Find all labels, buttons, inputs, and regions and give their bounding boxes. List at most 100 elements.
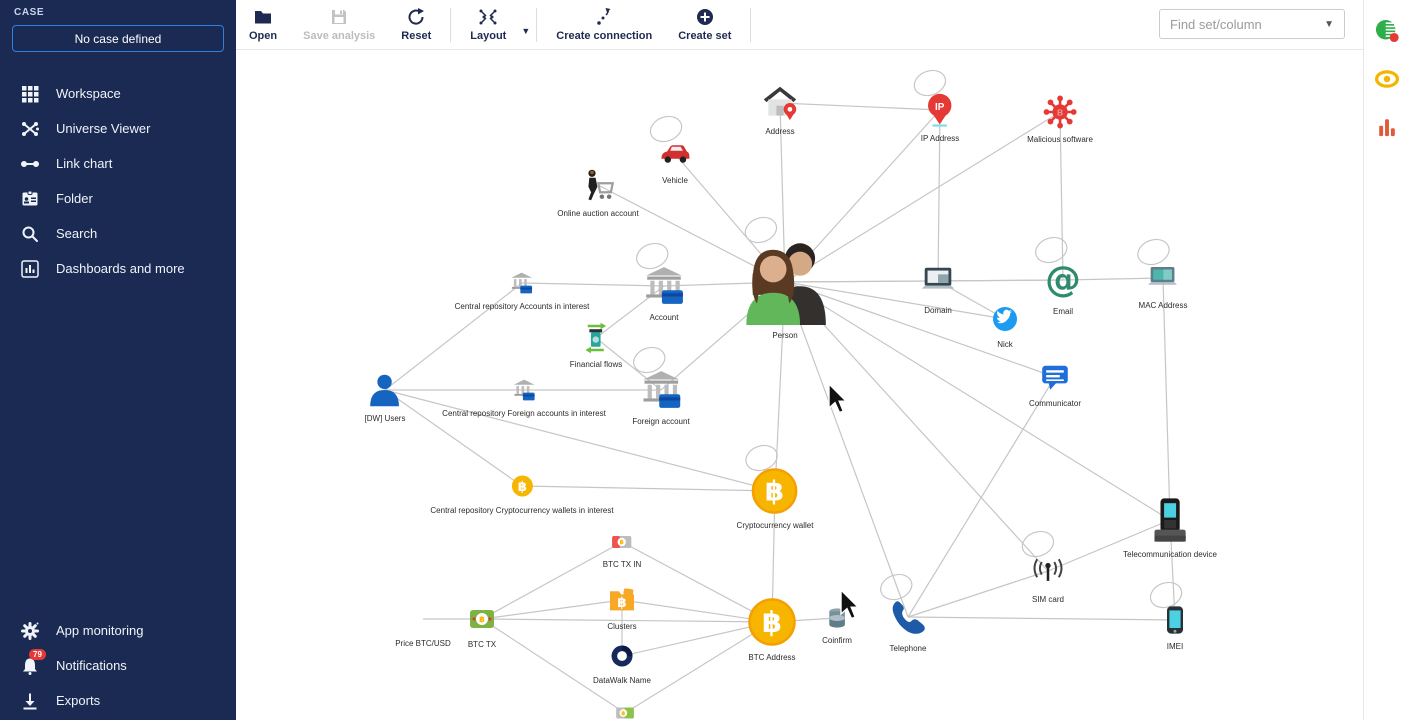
node-telecom[interactable]: Telecommunication device	[1123, 496, 1217, 559]
node-online_auction[interactable]: Online auction account	[557, 167, 639, 218]
layout-dropdown-caret[interactable]: ▼	[521, 25, 531, 36]
node-repo_accounts[interactable]: Central repository Accounts in interest	[455, 270, 589, 311]
right-icon-panel	[1363, 0, 1410, 720]
sidebar-item-notifications[interactable]: 79 Notifications	[0, 648, 236, 683]
self-loop-imei	[1149, 581, 1183, 609]
node-label: DataWalk Name	[593, 676, 651, 685]
node-repo_foreign[interactable]: Central repository Foreign accounts in i…	[442, 377, 606, 418]
legend-icon[interactable]	[1374, 18, 1400, 44]
chart-icon[interactable]	[1374, 114, 1400, 140]
virus-icon: B	[1043, 95, 1077, 134]
eye-icon[interactable]	[1374, 66, 1400, 92]
svg-text:฿: ฿	[617, 595, 626, 611]
reset-button[interactable]: Reset	[388, 0, 444, 50]
node-label: Account	[649, 313, 679, 322]
edge-repo_accounts-dw_users	[384, 282, 523, 391]
save-icon	[329, 7, 349, 27]
self-loop-vehicle	[649, 115, 683, 143]
edge-person-online_auction	[597, 184, 786, 283]
node-label: MAC Address	[1138, 301, 1188, 310]
node-btc_tx[interactable]: ฿ BTC TX	[467, 604, 497, 649]
save-analysis-button[interactable]: Save analysis	[290, 0, 388, 50]
node-address[interactable]: Address	[762, 85, 798, 136]
node-price_btc[interactable]: undefinedPrice BTC/USD	[395, 605, 451, 648]
node-label: BTC TX	[467, 640, 497, 649]
node-btc_address[interactable]: ฿BTC Address	[747, 597, 797, 662]
node-btc_out[interactable]: ฿	[614, 702, 636, 720]
case-button[interactable]: No case defined	[12, 25, 224, 52]
layout-button[interactable]: Layout	[457, 0, 519, 50]
node-person[interactable]: Person	[742, 239, 828, 340]
toolbar-button-label: Create set	[678, 30, 732, 42]
bank-sm-icon	[509, 270, 535, 301]
sidebar-item-dashboards[interactable]: Dashboards and more	[0, 251, 236, 286]
node-label: Clusters	[607, 622, 637, 631]
node-imei[interactable]: IMEI	[1159, 604, 1191, 651]
find-set-column-dropdown[interactable]: Find set/column ▼	[1159, 9, 1345, 39]
badge-icon	[20, 189, 40, 209]
edge-btc_address-btc_out	[624, 621, 773, 714]
node-telephone[interactable]: Telephone	[887, 596, 929, 653]
node-label: Nick	[997, 340, 1013, 349]
node-account[interactable]: Account	[643, 265, 685, 322]
svg-text:฿: ฿	[479, 614, 485, 624]
btc-icon: ฿	[751, 467, 799, 520]
node-nick[interactable]: Nick	[990, 304, 1020, 349]
bell-icon: 79	[20, 648, 46, 676]
sidebar-item-universe-viewer[interactable]: Universe Viewer	[0, 111, 236, 146]
node-domain[interactable]: Domain	[919, 262, 957, 315]
node-email[interactable]: @Email	[1042, 259, 1084, 316]
node-clusters[interactable]: ฿ Clusters	[606, 584, 638, 631]
node-financial_flows[interactable]: Financial flows	[570, 322, 622, 369]
sidebar-item-link-chart[interactable]: Link chart	[0, 146, 236, 181]
tx-in-icon: ฿	[610, 530, 634, 559]
sidebar-item-workspace[interactable]: Workspace	[0, 76, 236, 111]
folder-icon	[253, 7, 273, 27]
chevron-down-icon: ▼	[1324, 18, 1334, 30]
svg-text:฿: ฿	[620, 539, 624, 546]
node-label: Address	[765, 127, 795, 136]
bird-icon	[990, 304, 1020, 339]
sidebar-item-exports[interactable]: Exports	[0, 683, 236, 718]
node-communicator[interactable]: Communicator	[1029, 361, 1081, 408]
sidebar-item-folder[interactable]: Folder	[0, 181, 236, 216]
sidebar-item-search[interactable]: Search	[0, 216, 236, 251]
universe-icon	[20, 119, 40, 139]
toolbar-separator	[450, 7, 452, 42]
reset-icon	[406, 7, 426, 27]
self-loop-mac	[1137, 238, 1170, 266]
node-label: Malicious software	[1027, 135, 1093, 144]
open-button[interactable]: Open	[236, 0, 290, 50]
node-label: BTC TX IN	[602, 560, 642, 569]
edge-communicator-telephone	[907, 376, 1056, 618]
sidebar-item-app-monitoring[interactable]: App monitoring	[0, 613, 236, 648]
toolbar-button-label: Open	[249, 30, 278, 42]
node-dw_users[interactable]: [DW] Users	[365, 372, 405, 423]
create-connection-button[interactable]: Create connection	[543, 0, 665, 50]
node-btc_tx_in[interactable]: ฿ BTC TX IN	[602, 530, 642, 569]
sidebar-item-label: Folder	[56, 191, 93, 206]
node-label: Telephone	[889, 644, 927, 653]
create-set-button[interactable]: Create set	[665, 0, 744, 50]
node-vehicle[interactable]: Vehicle	[659, 138, 691, 185]
sidebar-item-label: Search	[56, 226, 98, 241]
edge-address-ip	[779, 102, 941, 111]
node-mac[interactable]: MAC Address	[1138, 261, 1188, 310]
btc-icon: ฿	[747, 597, 797, 652]
toolbar-button-label: Reset	[401, 30, 432, 42]
node-repo_crypto[interactable]: ฿Central repository Cryptocurrency walle…	[430, 472, 614, 515]
svg-text:฿: ฿	[621, 710, 625, 717]
edge-email-mac	[1062, 277, 1164, 281]
node-label: Telecommunication device	[1123, 550, 1217, 559]
node-sim[interactable]: SIM card	[1030, 553, 1066, 604]
sidebar-item-label: Notifications	[56, 658, 127, 673]
node-crypto_wallet[interactable]: ฿Cryptocurrency wallet	[737, 467, 813, 530]
node-datawalk_name[interactable]: DataWalk Name	[593, 642, 651, 685]
node-foreign_account[interactable]: Foreign account	[632, 369, 690, 426]
find-set-column-placeholder: Find set/column	[1170, 16, 1262, 32]
